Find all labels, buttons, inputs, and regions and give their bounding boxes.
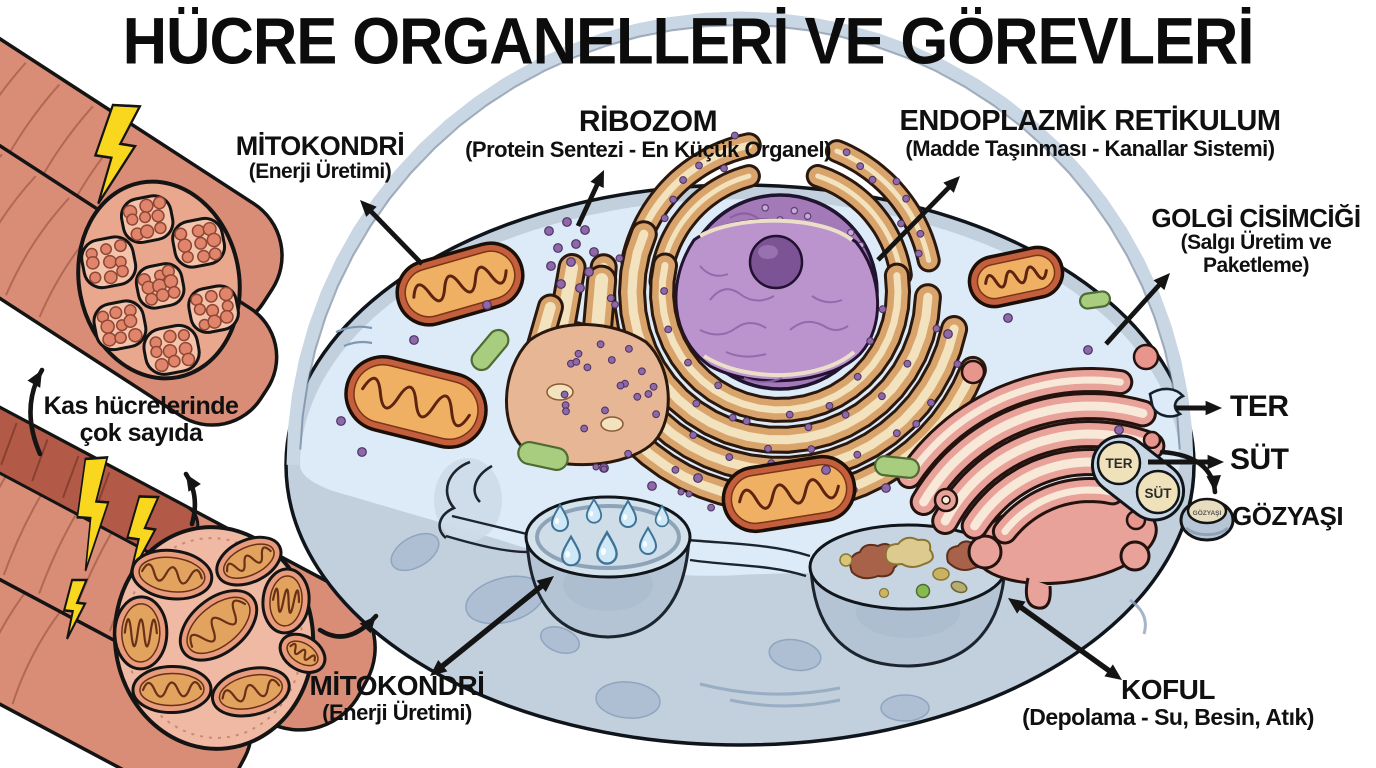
- secretion-vesicle-labels: TER SÜT GÖZYAŞI: [1106, 456, 1222, 517]
- secretion-vesicles: [1090, 387, 1235, 542]
- organelle-name: MİTOKONDRİ: [235, 131, 405, 161]
- label-sut: SÜT: [1230, 443, 1289, 476]
- label-koful: KOFUL (Depolama - Su, Besin, Atık): [1022, 674, 1314, 731]
- annotation-arrows: [27, 170, 1224, 680]
- vacuoles: [445, 495, 1105, 668]
- organelle-function: (Protein Sentezi - En Küçük Organel): [465, 137, 831, 163]
- muscle-bundle-bottom: [0, 381, 377, 768]
- note-line1: Kas hücrelerinde: [43, 392, 239, 420]
- label-gozyasi: GÖZYAŞI: [1232, 501, 1344, 531]
- organelle-function: (Madde Taşınması - Kanallar Sistemi): [905, 136, 1275, 162]
- golgi-apparatus: [896, 343, 1166, 610]
- mitochondria: [344, 241, 1065, 534]
- organelle-name: MİTOKONDRİ: [309, 670, 485, 701]
- label-muscle-note: Kas hücrelerinde çok sayıda: [44, 393, 239, 447]
- organelle-name: ENDOPLAZMİK RETİKULUM: [899, 105, 1281, 137]
- organelle-name: KOFUL: [1121, 674, 1215, 705]
- organelle-function: (Depolama - Su, Besin, Atık): [1022, 704, 1314, 731]
- note-line2: çok sayıda: [79, 419, 203, 447]
- organelle-function-line1: (Salgı Üretim ve: [1180, 231, 1332, 255]
- organelle-function-line2: Paketleme): [1203, 253, 1309, 277]
- label-ter: TER: [1230, 390, 1289, 423]
- gozyasi-vesicle-label: GÖZYAŞI: [1193, 508, 1222, 517]
- label-golgi: GOLGİ CİSİMCİĞİ (Salgı Üretim ve Paketle…: [1151, 203, 1361, 277]
- organelle-name: RİBOZOM: [578, 105, 718, 138]
- small-organelles: [336, 217, 1124, 498]
- endoplasmic-reticulum-back: [620, 131, 941, 294]
- muscle-bundle-top: [0, 0, 284, 427]
- label-mitokondri-top: MİTOKONDRİ (Enerji Üretimi): [235, 131, 405, 184]
- sut-vesicle-label: SÜT: [1145, 486, 1173, 501]
- organelle-function: (Enerji Üretimi): [248, 160, 392, 184]
- label-endoplazmik-retikulum: ENDOPLAZMİK RETİKULUM (Madde Taşınması -…: [899, 105, 1281, 162]
- page-title: HÜCRE ORGANELLERİ VE GÖREVLERİ: [122, 3, 1255, 78]
- organelle-name: GOLGİ CİSİMCİĞİ: [1151, 203, 1361, 233]
- label-mitokondri-bottom: MİTOKONDRİ (Enerji Üretimi): [309, 670, 485, 726]
- nucleus: [674, 193, 879, 391]
- ter-vesicle-label: TER: [1106, 456, 1133, 471]
- label-ribozom: RİBOZOM (Protein Sentezi - En Küçük Orga…: [465, 105, 831, 163]
- organelle-function: (Enerji Üretimi): [322, 700, 472, 726]
